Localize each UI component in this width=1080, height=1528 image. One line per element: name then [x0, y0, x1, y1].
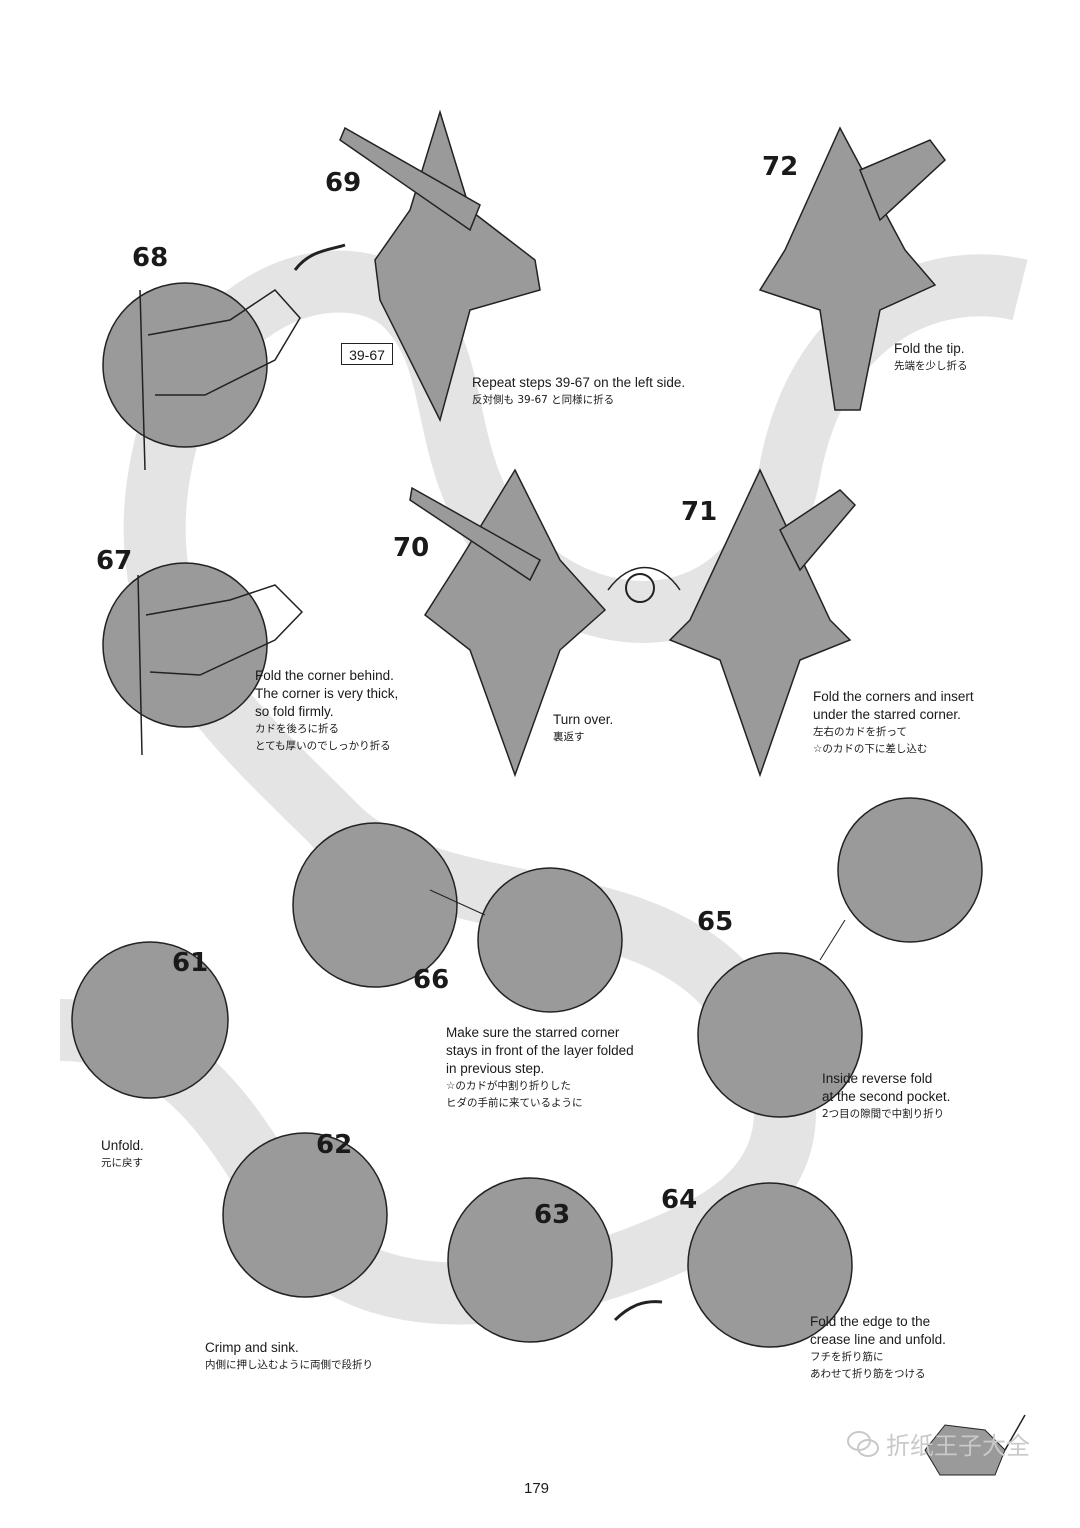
step-number-67: 67 [96, 546, 133, 576]
arrow-68-69 [293, 243, 346, 271]
step-number-68: 68 [132, 243, 169, 273]
caption-step-65: Inside reverse fold at the second pocket… [822, 1071, 951, 1120]
step-number-61: 61 [172, 948, 209, 978]
step-61-diagram [71, 941, 229, 1099]
step-72-diagram [758, 126, 947, 411]
arrow-63-64 [613, 1300, 663, 1322]
step-number-70: 70 [393, 533, 430, 563]
caption-step-66: Make sure the starred corner stays in fr… [446, 1025, 634, 1109]
step-67-diagram [102, 562, 304, 756]
step-number-64: 64 [661, 1185, 698, 1215]
wechat-icon [847, 1430, 879, 1457]
watermark: 折纸王子大全 [846, 1426, 1030, 1461]
step-number-72: 72 [762, 152, 799, 182]
caption-step-71: Fold the corners and insert under the st… [813, 689, 974, 755]
caption-step-61: Unfold. 元に戻す [101, 1138, 144, 1169]
step-number-71: 71 [681, 497, 718, 527]
step-70-diagram [409, 468, 607, 778]
caption-step-64: Fold the edge to the crease line and unf… [810, 1314, 946, 1380]
step-number-69: 69 [325, 168, 362, 198]
step-number-62: 62 [316, 1130, 353, 1160]
caption-step-67: Fold the corner behind. The corner is ve… [255, 668, 399, 752]
step-64-diagram [687, 1182, 853, 1348]
watermark-text: 折纸王子大全 [886, 1432, 1030, 1460]
step-63-diagram [447, 1177, 613, 1343]
step-69-diagram [339, 109, 541, 423]
cat-illustration [924, 1414, 1026, 1476]
step-number-63: 63 [534, 1200, 571, 1230]
step-66-diagram [292, 822, 623, 1013]
page-number: 179 [524, 1480, 550, 1497]
step-number-65: 65 [697, 907, 734, 937]
caption-step-62: Crimp and sink. 内側に押し込むように両側で段折り [205, 1340, 373, 1371]
step-65-diagram [697, 797, 983, 1118]
caption-step-72: Fold the tip. 先端を少し折る [894, 341, 968, 372]
turn-over-icon [607, 566, 681, 603]
step-71-diagram [668, 468, 857, 778]
step-68-diagram [102, 282, 301, 471]
step-number-66: 66 [413, 965, 450, 995]
reference-box: 39-67 [341, 343, 393, 365]
caption-step-70: Turn over. 裏返す [553, 712, 614, 743]
caption-step-69: Repeat steps 39-67 on the left side. 反対側… [472, 375, 686, 406]
step-62-diagram [222, 1132, 388, 1298]
